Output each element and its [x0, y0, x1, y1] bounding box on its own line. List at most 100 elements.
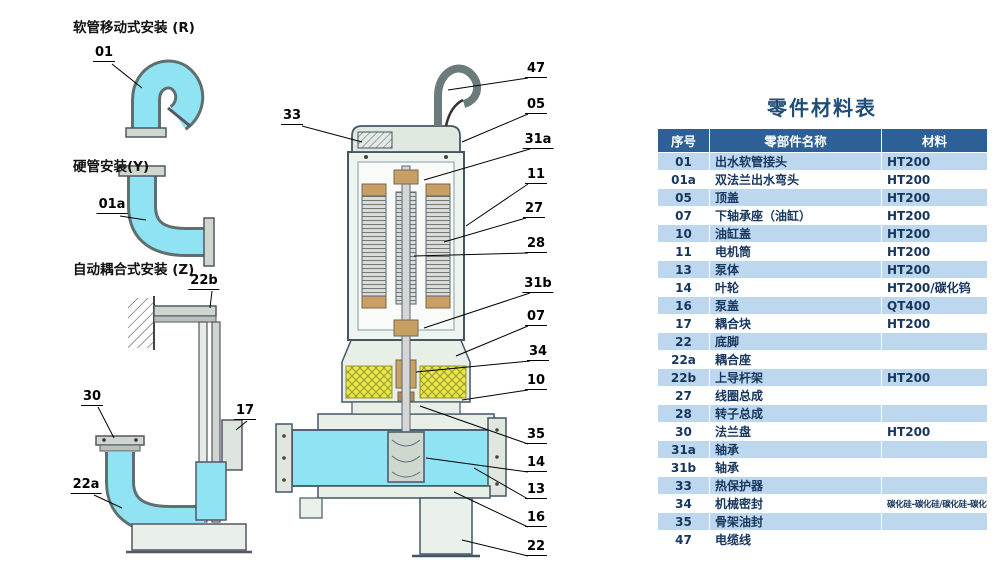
table-cell: HT200	[881, 242, 988, 261]
table-cell: 轴承	[709, 440, 882, 459]
parts-table-header-row: 序号零部件名称材料	[657, 128, 988, 153]
parts-table-title: 零件材料表	[767, 96, 877, 120]
table-cell: HT200	[881, 188, 988, 207]
leader-lines	[93, 63, 531, 557]
table-cell: HT200	[881, 314, 988, 333]
table-cell: 28	[657, 404, 710, 423]
table-cell	[881, 386, 988, 405]
lower-bearing	[393, 319, 419, 337]
table-cell: 33	[657, 476, 710, 495]
callout-11: 11	[524, 167, 548, 184]
table-cell: 热保护器	[709, 476, 882, 495]
table-cell: HT200	[881, 260, 988, 279]
callout-34: 34	[526, 344, 550, 361]
table-cell: HT200	[881, 206, 988, 225]
stator-right	[425, 195, 451, 297]
cable-hook	[434, 64, 482, 126]
callout-05: 05	[524, 97, 548, 114]
table-cell: HT200	[881, 422, 988, 441]
table-cell: 电缆线	[709, 530, 882, 549]
stator-left	[361, 195, 387, 297]
callout-28: 28	[524, 236, 548, 253]
table-cell: 10	[657, 224, 710, 243]
table-cell: 泵体	[709, 260, 882, 279]
section-title-hose-install: 软管移动式安装 (R)	[73, 20, 195, 36]
callout-27: 27	[522, 201, 546, 218]
hose-elbow-drawing	[125, 59, 205, 138]
table-cell	[881, 512, 988, 531]
thermal-protector-part	[357, 131, 393, 149]
label-01a: 01a	[96, 197, 128, 214]
table-cell: 法兰盘	[709, 422, 882, 441]
table-cell: 耦合座	[709, 350, 882, 369]
table-cell: 27	[657, 386, 710, 405]
table-cell: 05	[657, 188, 710, 207]
table-cell: HT200	[881, 170, 988, 189]
table-cell: 线圈总成	[709, 386, 882, 405]
hard-pipe-elbow-drawing	[118, 165, 215, 267]
table-cell	[881, 530, 988, 549]
table-cell: 上导杆架	[709, 368, 882, 387]
table-cell: HT200	[881, 224, 988, 243]
table-cell: 双法兰出水弯头	[709, 170, 882, 189]
oil-right	[419, 365, 467, 399]
section-title-coupling-install: 自动耦合式安装 (Z)	[73, 262, 195, 278]
table-cell: 泵盖	[709, 296, 882, 315]
table-cell: 碳化硅-碳化硅/碳化硅-碳化硅	[881, 494, 988, 513]
callout-47: 47	[524, 61, 548, 78]
upper-bearing	[393, 169, 419, 185]
table-cell: 34	[657, 494, 710, 513]
table-cell: 01a	[657, 170, 710, 189]
oil-left	[345, 365, 393, 399]
callout-35: 35	[524, 427, 548, 444]
shaft	[401, 165, 411, 435]
table-cell: 13	[657, 260, 710, 279]
table-cell: 22a	[657, 350, 710, 369]
table-cell: 转子总成	[709, 404, 882, 423]
column-header: 材料	[881, 128, 988, 153]
label-33: 33	[280, 108, 304, 125]
table-cell: 31b	[657, 458, 710, 477]
table-cell: 电机筒	[709, 242, 882, 261]
table-cell: 骨架油封	[709, 512, 882, 531]
table-cell: 17	[657, 314, 710, 333]
table-cell	[881, 404, 988, 423]
table-cell: 轴承	[709, 458, 882, 477]
table-cell: 16	[657, 296, 710, 315]
table-cell: 下轴承座（油缸）	[709, 206, 882, 225]
table-cell: 机械密封	[709, 494, 882, 513]
label-22b: 22b	[188, 273, 220, 290]
pump-cross-section	[275, 64, 507, 558]
table-cell: HT200/碳化钨	[881, 278, 988, 297]
callout-22: 22	[524, 539, 548, 556]
table-cell: 47	[657, 530, 710, 549]
table-cell: 耦合块	[709, 314, 882, 333]
power-cable	[444, 98, 464, 127]
table-cell: 35	[657, 512, 710, 531]
callout-07: 07	[524, 309, 548, 326]
table-cell: 出水软管接头	[709, 152, 882, 171]
callout-31b: 31b	[522, 276, 554, 293]
table-cell	[881, 350, 988, 369]
auto-coupling-drawing	[95, 296, 252, 554]
column-header: 序号	[657, 128, 710, 153]
table-cell: 31a	[657, 440, 710, 459]
